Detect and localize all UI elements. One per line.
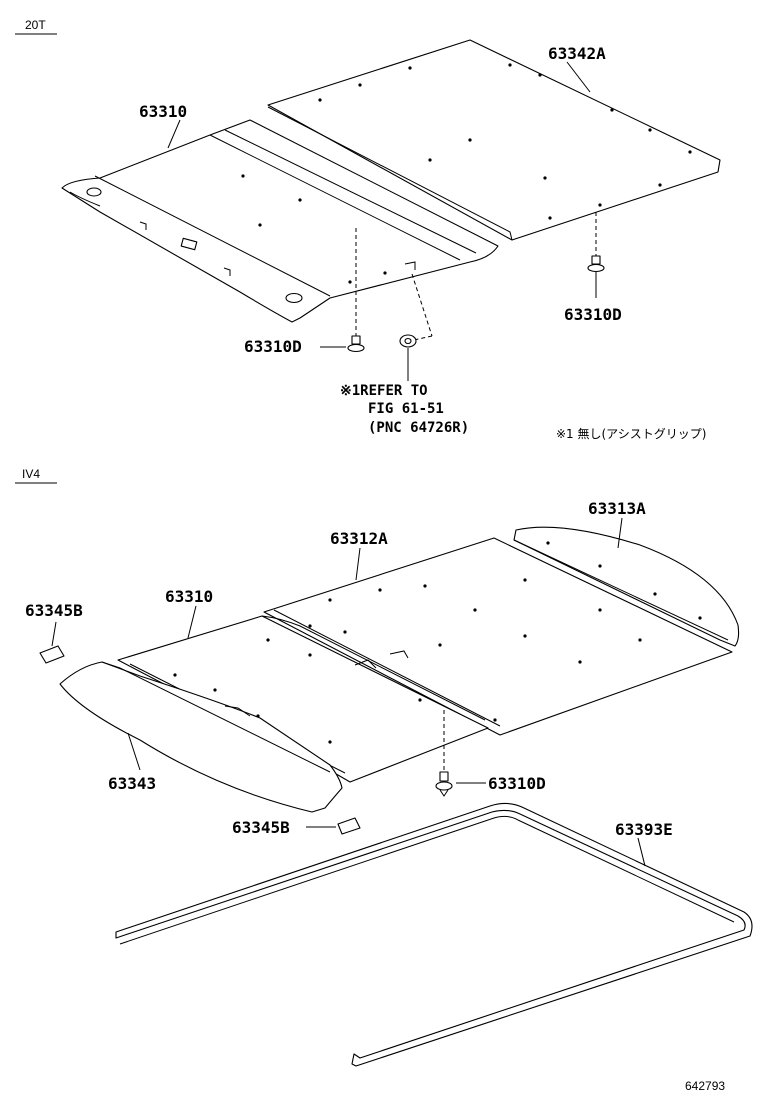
headlining-63310[interactable] [61, 119, 499, 323]
section-code-iv4: IV4 [22, 467, 40, 481]
assist-grip-cap[interactable] [399, 334, 417, 348]
leader-63343 [127, 732, 141, 771]
leader-63310-s2 [187, 605, 197, 639]
leader-63345b-top [51, 621, 57, 647]
part-number-63312a: 63312A [330, 529, 388, 548]
section-20t: 20T 63342A [15, 18, 721, 441]
part-number-63313a: 63313A [588, 499, 646, 518]
roof-panel-63342a[interactable] [267, 39, 721, 241]
leader-63310-s1 [167, 119, 181, 149]
part-number-63310-s2: 63310 [165, 587, 213, 606]
leader-63312a [355, 547, 361, 581]
front-trim-63343[interactable] [59, 661, 343, 813]
ref-note-line3: (PNC 64726R) [368, 420, 469, 436]
ref-note-line2: FIG 61-51 [368, 401, 444, 417]
roof-panel-63312a[interactable] [263, 537, 733, 736]
part-number-63342a: 63342A [548, 44, 606, 63]
clip-63310d-left[interactable] [347, 335, 365, 353]
weatherstrip-63393e[interactable] [115, 802, 753, 1067]
leader-63342a [566, 61, 591, 93]
ref-note-line1: ※1REFER TO [340, 383, 428, 399]
section-code-20t: 20T [25, 18, 46, 32]
dash-assist-grip [411, 273, 433, 337]
rear-panel-63313a[interactable] [513, 526, 740, 647]
section-iv4: IV4 63313A 63312A [15, 467, 753, 1067]
part-number-63310d-right: 63310D [564, 305, 622, 324]
part-number-63345b-bottom: 63345B [232, 818, 290, 837]
clip-63310d-iv4[interactable] [435, 771, 453, 797]
part-number-63310-s1: 63310 [139, 102, 187, 121]
clip-63310d-right[interactable] [587, 255, 605, 273]
leader-63313a [617, 517, 623, 549]
part-number-63343: 63343 [108, 774, 156, 793]
part-number-63393e: 63393E [615, 820, 673, 839]
part-number-63310d-iv4: 63310D [488, 774, 546, 793]
dash-assist-grip-2 [413, 335, 433, 341]
cap-63345b-bottom[interactable] [337, 817, 361, 835]
part-number-63310d-left: 63310D [244, 337, 302, 356]
figure-id: 642793 [685, 1079, 725, 1093]
cap-63345b-top[interactable] [39, 645, 65, 664]
note-japanese: ※1 無し(アシストグリップ) [556, 426, 706, 441]
leader-63393e [637, 837, 646, 867]
part-number-63345b-top: 63345B [25, 601, 83, 620]
